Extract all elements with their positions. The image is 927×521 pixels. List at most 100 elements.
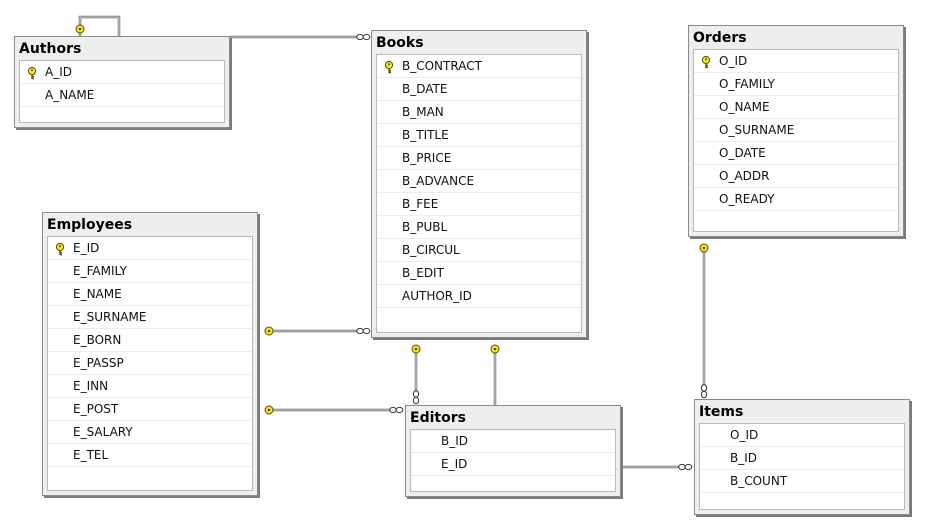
column-name: A_NAME [45,88,95,102]
column-name: B_PRICE [402,151,452,165]
column-name: E_PASSP [73,356,124,370]
column-list: A_ID A_NAME [19,60,225,123]
table-title[interactable]: Employees [47,217,133,233]
column-row[interactable]: O_ID [700,424,904,447]
column-name: E_SURNAME [73,310,147,324]
column-row[interactable]: E_POST [48,398,252,421]
table-title[interactable]: Editors [410,410,466,426]
column-name: O_ADDR [719,169,770,183]
column-row[interactable]: O_ADDR [694,165,898,188]
connector-authors-key-hook[interactable] [75,15,121,36]
table-editors[interactable]: Editors B_ID E_ID [405,405,621,497]
column-row[interactable]: E_NAME [48,283,252,306]
column-row[interactable]: E_FAMILY [48,260,252,283]
column-row[interactable]: AUTHOR_ID [377,285,581,308]
column-name: E_TEL [73,448,109,462]
column-name: O_ID [719,54,748,68]
column-name: E_NAME [73,287,122,301]
column-row[interactable]: B_FEE [377,193,581,216]
column-row[interactable]: O_DATE [694,142,898,165]
one-end-key-icon [699,243,709,253]
column-row[interactable]: E_ID [411,453,615,476]
primary-key-icon [382,59,396,74]
connector-books-editors-key[interactable] [490,344,500,406]
column-row[interactable]: E_SURNAME [48,306,252,329]
table-title[interactable]: Orders [693,30,747,46]
connector-books-employees[interactable] [264,326,371,336]
column-row[interactable]: O_ID [694,50,898,73]
column-row[interactable]: B_PUBL [377,216,581,239]
column-name: E_POST [73,402,119,416]
table-title[interactable]: Authors [19,41,82,57]
many-end-infinity-icon [356,327,371,335]
column-name: E_FAMILY [73,264,127,278]
column-name: B_MAN [402,105,444,119]
column-row[interactable]: E_INN [48,375,252,398]
many-end-infinity-icon [389,406,404,414]
column-row[interactable]: B_PRICE [377,147,581,170]
column-row[interactable]: B_MAN [377,101,581,124]
table-authors[interactable]: Authors A_ID A_NAME [14,36,230,128]
column-name: B_DATE [402,82,448,96]
column-row[interactable]: B_TITLE [377,124,581,147]
connector-books-editors[interactable] [411,344,421,405]
table-items[interactable]: Items O_ID B_ID B_COUNT [694,399,910,515]
column-name: B_PUBL [402,220,448,234]
many-end-infinity-icon [700,384,708,399]
column-row[interactable]: A_ID [20,61,224,84]
column-name: AUTHOR_ID [402,289,472,303]
one-end-key-icon [264,326,274,336]
column-row[interactable]: O_SURNAME [694,119,898,142]
column-row[interactable]: B_EDIT [377,262,581,285]
connector-employees-editors[interactable] [264,405,404,415]
column-name: E_SALARY [73,425,133,439]
column-row[interactable]: B_ID [700,447,904,470]
column-row[interactable]: B_DATE [377,78,581,101]
table-books[interactable]: Books B_CONTRACT B_DATE B_MAN B_TITLE B_PRIC… [371,30,587,338]
one-end-key-icon [75,24,85,34]
column-row[interactable]: B_ID [411,430,615,453]
column-name: B_FEE [402,197,439,211]
column-row[interactable]: O_NAME [694,96,898,119]
column-name: B_ID [441,434,469,448]
column-name: E_ID [441,457,468,471]
column-row[interactable]: B_CIRCUL [377,239,581,262]
connector-authors-books[interactable] [230,33,371,41]
column-row[interactable]: E_TEL [48,444,252,467]
column-list: B_CONTRACT B_DATE B_MAN B_TITLE B_PRICE B_ADV… [376,54,582,333]
column-list: O_ID B_ID B_COUNT [699,423,905,510]
column-row[interactable]: E_ID [48,237,252,260]
column-name: B_TITLE [402,128,449,142]
table-title[interactable]: Books [376,35,424,51]
column-name: O_FAMILY [719,77,775,91]
column-name: B_EDIT [402,266,444,280]
column-row[interactable]: B_CONTRACT [377,55,581,78]
one-end-key-icon [411,344,421,354]
connector-editors-items[interactable] [621,463,693,471]
column-name: O_NAME [719,100,770,114]
column-name: A_ID [45,65,72,79]
column-name: B_CONTRACT [402,59,482,73]
table-title[interactable]: Items [699,404,744,420]
many-end-infinity-icon [356,33,371,41]
column-row[interactable]: A_NAME [20,84,224,107]
column-name: B_ID [730,451,758,465]
column-name: E_ID [73,241,100,255]
column-row[interactable]: B_ADVANCE [377,170,581,193]
table-employees[interactable]: Employees E_ID E_FAMILY E_NAME E_SURNAME E_B… [42,212,258,496]
column-name: O_SURNAME [719,123,795,137]
column-name: B_ADVANCE [402,174,475,188]
one-end-key-icon [264,405,274,415]
column-row[interactable]: E_SALARY [48,421,252,444]
primary-key-icon [53,241,67,256]
column-name: O_READY [719,192,775,206]
connector-orders-items[interactable] [699,243,709,399]
table-orders[interactable]: Orders O_ID O_FAMILY O_NAME O_SURNAME O_DATE… [688,25,904,237]
column-row[interactable]: E_PASSP [48,352,252,375]
column-list: E_ID E_FAMILY E_NAME E_SURNAME E_BORN E_PASSP… [47,236,253,491]
column-row[interactable]: O_READY [694,188,898,211]
column-row[interactable]: O_FAMILY [694,73,898,96]
column-row[interactable]: B_COUNT [700,470,904,493]
primary-key-icon [25,65,39,80]
column-row[interactable]: E_BORN [48,329,252,352]
